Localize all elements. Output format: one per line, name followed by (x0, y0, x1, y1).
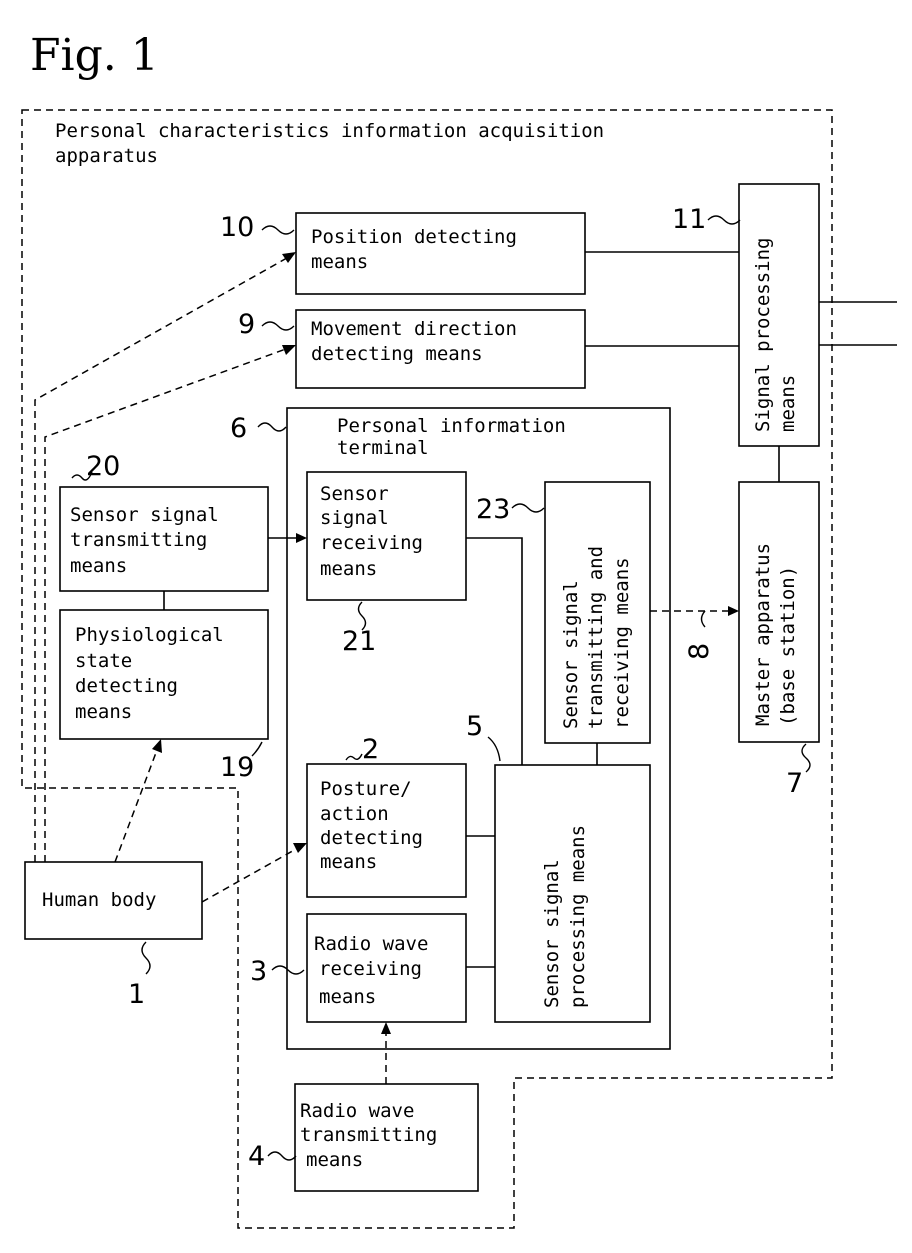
physio-label-line4: means (75, 701, 132, 723)
posture-label-line3: detecting (320, 827, 423, 849)
sensor-rx-ref: 21 (342, 626, 376, 657)
master-ref-leader (802, 744, 810, 772)
position-label-line1: Position detecting (311, 226, 517, 248)
apparatus-label-line2: apparatus (55, 145, 158, 167)
dashed-human-to-physio-head (152, 739, 162, 753)
terminal-ref: 6 (230, 413, 247, 444)
physio-ref: 19 (220, 752, 254, 783)
figure-title: Fig. 1 (30, 30, 159, 81)
movement-label-line2: detecting means (311, 343, 483, 365)
physio-ref-leader (252, 742, 262, 756)
radio-rx-ref: 3 (250, 956, 267, 987)
terminal-label-line2: terminal (337, 437, 429, 459)
radio-rx-label-line1: Radio wave (314, 933, 428, 955)
signal-processing-ref-leader (708, 216, 740, 224)
radio-tx-label-line3: means (306, 1149, 363, 1171)
sensor-proc-label-line1: Sensor signal (541, 859, 563, 1008)
radio-rx-label-line2: receiving (319, 958, 422, 980)
position-label-line2: means (311, 251, 368, 273)
sensor-tx-label-line2: transmitting (70, 529, 207, 551)
link-ref-leader (702, 611, 706, 627)
movement-label-line1: Movement direction (311, 318, 517, 340)
signal-processing-label-line2: means (777, 375, 799, 432)
physio-label-line1: Physiological (75, 624, 224, 646)
signal-processing-ref: 11 (672, 204, 706, 235)
dashed-human-to-position-head (282, 252, 296, 263)
sensor-txrx-ref: 23 (476, 494, 510, 525)
posture-label-line4: means (320, 851, 377, 873)
sensor-tx-label-line1: Sensor signal (70, 504, 219, 526)
radio-rx-label-line3: means (319, 986, 376, 1008)
posture-ref: 2 (362, 734, 379, 765)
apparatus-label-line1: Personal characteristics information acq… (55, 120, 604, 142)
sensor-txrx-label-line2: transmitting and (585, 546, 607, 729)
physio-label-line3: detecting (75, 675, 178, 697)
sensor-rx-label-line1: Sensor (320, 483, 389, 505)
human-label: Human body (42, 889, 156, 911)
radio-tx-ref: 4 (248, 1141, 265, 1172)
human-ref-leader (142, 942, 150, 974)
radio-tx-label-line1: Radio wave (300, 1100, 414, 1122)
master-label-line1: Master apparatus (752, 543, 774, 726)
master-ref: 7 (786, 768, 803, 799)
dashed-txrx-to-master-head (728, 606, 739, 616)
master-label-line2: (base station) (777, 566, 799, 726)
sensor-tx-label-line3: means (70, 555, 127, 577)
dashed-human-to-movement-head (282, 345, 296, 355)
terminal-ref-leader (258, 423, 286, 431)
sensor-rx-label-line2: signal (320, 507, 389, 529)
sensor-proc-ref: 5 (466, 711, 483, 742)
signal-processing-label-line1: Signal processing (752, 238, 774, 432)
physio-label-line2: state (75, 650, 132, 672)
radio-tx-ref-leader (268, 1152, 296, 1160)
dashed-human-to-physio (115, 742, 160, 862)
movement-ref: 9 (238, 309, 255, 340)
sensor-rx-label-line3: receiving (320, 532, 423, 554)
human-ref: 1 (128, 979, 145, 1010)
dashed-human-to-movement (45, 346, 294, 862)
sensor-txrx-label-line1: Sensor signal (560, 580, 582, 729)
sensor-tx-ref: 20 (86, 451, 120, 482)
terminal-label-line1: Personal information (337, 415, 566, 437)
link-ref: 8 (684, 643, 715, 660)
radio-tx-label-line2: transmitting (300, 1124, 437, 1146)
sensor-proc-label-line2: processing means (567, 825, 589, 1008)
posture-label-line1: Posture/ (320, 778, 412, 800)
posture-label-line2: action (320, 803, 389, 825)
sensor-txrx-label-line3: receiving means (611, 557, 633, 729)
position-ref-leader (262, 226, 294, 234)
sensor-rx-label-line4: means (320, 558, 377, 580)
position-ref: 10 (220, 212, 254, 243)
movement-ref-leader (262, 322, 294, 330)
